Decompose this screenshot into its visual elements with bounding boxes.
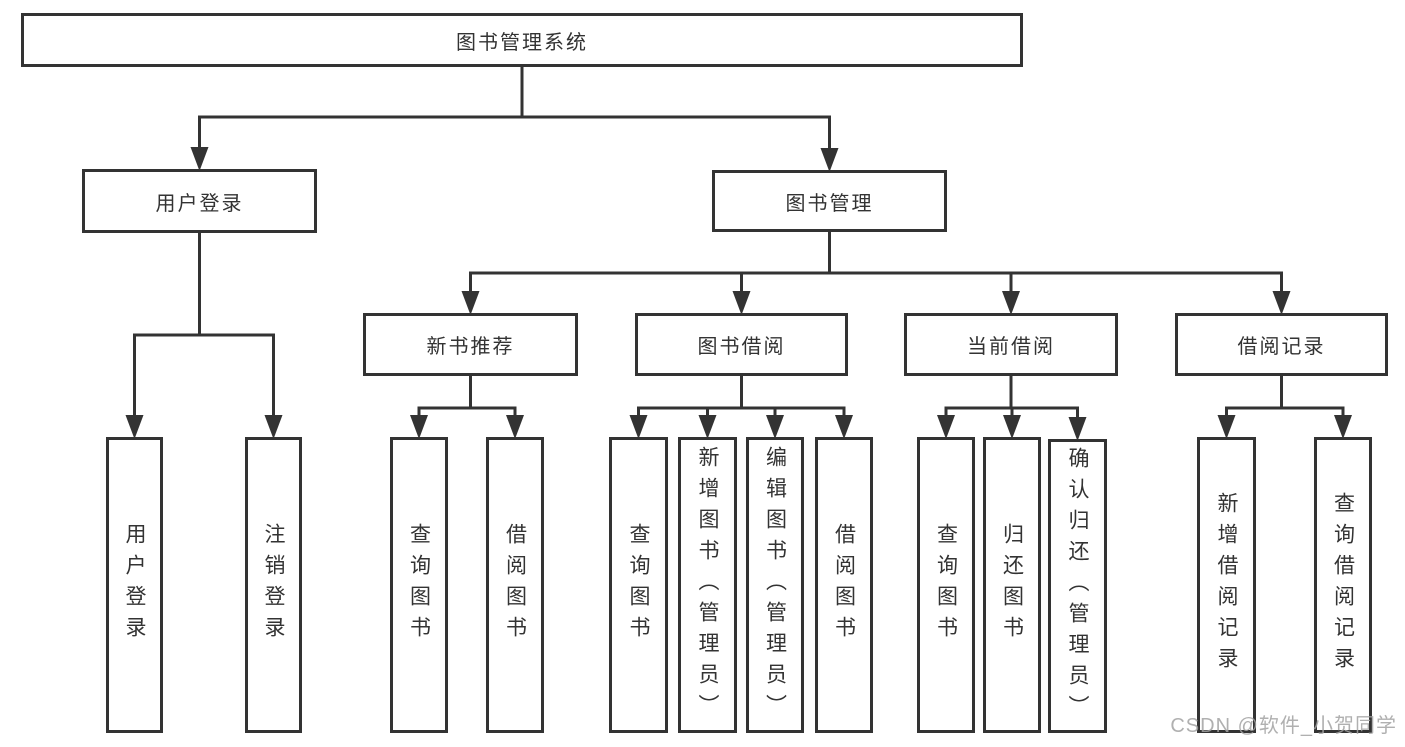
login-node: 用户登录	[106, 437, 163, 733]
arrowhead-icon	[1217, 415, 1236, 439]
query-books-3-label: 查询图书	[934, 523, 958, 647]
user-login-label: 用户登录	[155, 192, 244, 215]
return-books-node: 归还图书	[983, 437, 1041, 733]
arrowhead-icon	[1334, 415, 1352, 439]
add-books-admin-label: 新增图书（管理员）	[696, 445, 719, 725]
arrowhead-icon	[1002, 291, 1020, 315]
arrowhead-icon	[1003, 415, 1021, 439]
arrowhead-icon	[506, 415, 524, 439]
arrowhead-icon	[629, 415, 648, 439]
root-label: 图书管理系统	[456, 31, 588, 54]
root-node: 图书管理系统	[21, 13, 1023, 67]
confirm-return-admin-node: 确认归还（管理员）	[1048, 439, 1107, 733]
borrow-books-2-node: 借阅图书	[815, 437, 873, 733]
logout-node: 注销登录	[245, 437, 302, 733]
edit-books-admin-node: 编辑图书（管理员）	[746, 437, 804, 733]
query-borrow-record-node: 查询借阅记录	[1314, 437, 1372, 733]
query-books-3-node: 查询图书	[917, 437, 975, 733]
arrowhead-icon	[820, 148, 839, 172]
book-mgmt-label: 图书管理	[785, 192, 874, 215]
user-login-node: 用户登录	[82, 169, 317, 233]
book-borrow-label: 图书借阅	[697, 336, 786, 358]
arrowhead-icon	[835, 415, 853, 439]
new-book-rec-label: 新书推荐	[426, 336, 515, 358]
arrowhead-icon	[410, 415, 428, 439]
borrow-records-label: 借阅记录	[1237, 336, 1326, 358]
current-borrow-label: 当前借阅	[967, 336, 1055, 358]
login-label: 用户登录	[123, 523, 146, 647]
query-books-2-label: 查询图书	[627, 523, 650, 647]
book-mgmt-node: 图书管理	[712, 170, 947, 232]
query-books-2-node: 查询图书	[609, 437, 668, 733]
new-book-rec-node: 新书推荐	[363, 313, 578, 376]
arrowhead-icon	[1272, 291, 1291, 315]
edit-books-admin-label: 编辑图书（管理员）	[763, 445, 787, 725]
query-borrow-record-label: 查询借阅记录	[1331, 492, 1355, 678]
add-books-admin-node: 新增图书（管理员）	[678, 437, 737, 733]
query-books-1-label: 查询图书	[407, 523, 431, 647]
logout-label: 注销登录	[262, 523, 285, 647]
current-borrow-node: 当前借阅	[904, 313, 1118, 376]
arrowhead-icon	[766, 415, 784, 439]
query-books-1-node: 查询图书	[390, 437, 448, 733]
arrowhead-icon	[732, 291, 751, 315]
arrowhead-icon	[190, 147, 209, 171]
arrowhead-icon	[461, 291, 480, 315]
arrowhead-icon	[1068, 417, 1087, 441]
add-borrow-record-node: 新增借阅记录	[1197, 437, 1256, 733]
arrowhead-icon	[264, 415, 283, 439]
arrowhead-icon	[698, 415, 717, 439]
confirm-return-admin-label: 确认归还（管理员）	[1066, 446, 1089, 726]
borrow-books-2-label: 借阅图书	[832, 523, 856, 647]
watermark-text: CSDN @软件_小贺同学	[1170, 715, 1397, 737]
add-borrow-record-label: 新增借阅记录	[1215, 492, 1238, 678]
borrow-records-node: 借阅记录	[1175, 313, 1388, 376]
connector-path	[133, 65, 1345, 421]
book-borrow-node: 图书借阅	[635, 313, 848, 376]
return-books-label: 归还图书	[1000, 523, 1024, 647]
borrow-books-1-node: 借阅图书	[486, 437, 544, 733]
borrow-books-1-label: 借阅图书	[503, 523, 527, 647]
arrowhead-icon	[125, 415, 144, 439]
arrowhead-icon	[937, 415, 955, 439]
